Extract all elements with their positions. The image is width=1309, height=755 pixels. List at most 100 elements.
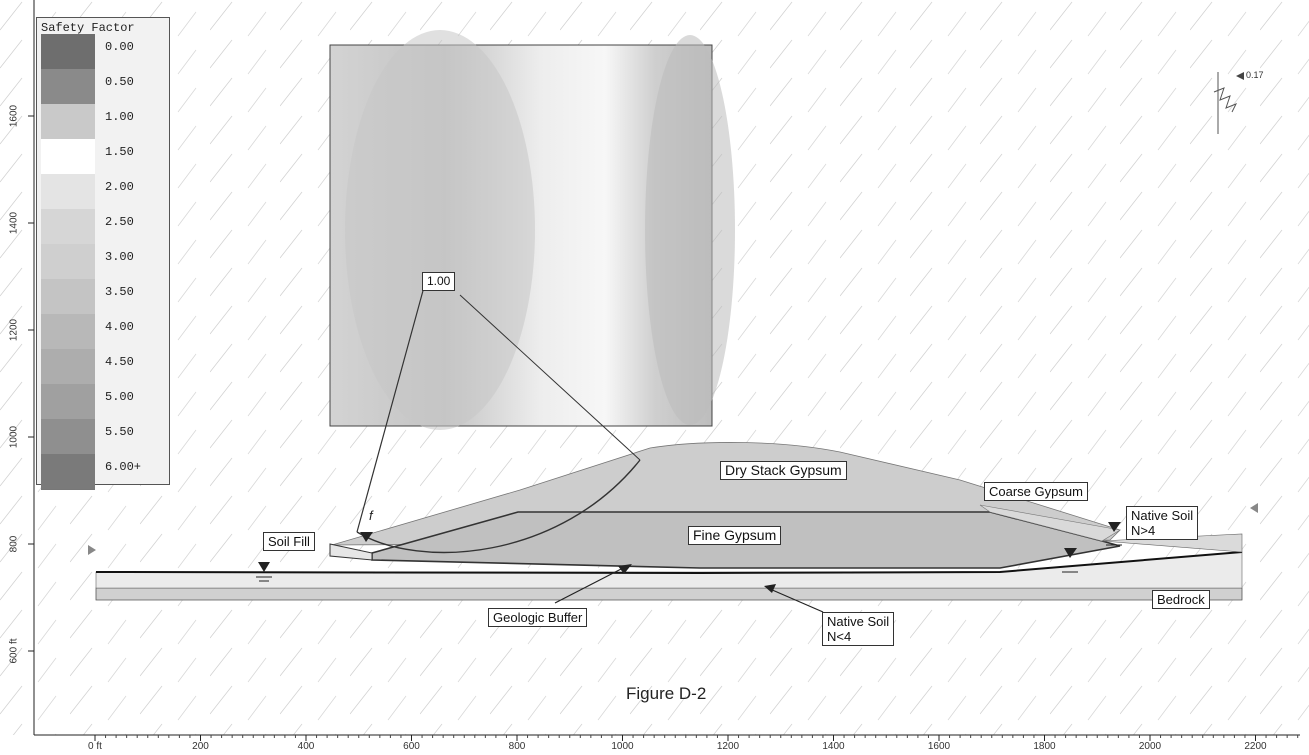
legend-entry: 2.00 [41,174,165,210]
legend-value: 2.50 [105,215,134,229]
slip-radius-line-1 [356,286,425,533]
legend-swatch [41,419,95,455]
y-axis-ticks [28,115,34,652]
legend-entry: 1.50 [41,139,165,175]
legend-swatch [41,349,95,385]
legend-value: 0.50 [105,75,134,89]
legend-entry: 5.00 [41,384,165,420]
native-soil-arrowhead [764,584,776,593]
legend-value: 6.00+ [105,460,142,474]
figure-caption: Figure D-2 [626,684,707,703]
native-soil-high-line-2: N>4 [1131,523,1156,538]
legend-value: 0.00 [105,40,134,54]
geologic-buffer-arrow [554,566,626,604]
x-tick-label: 400 [297,741,315,752]
coarse-gypsum-label: Coarse Gypsum [984,482,1088,501]
water-table-marker-far-right [1250,503,1258,513]
seismic-record-icon [1213,72,1238,134]
soil-fill-label: Soil Fill [263,532,315,551]
bedrock-layer [95,587,1243,601]
legend-entry: 4.00 [41,314,165,350]
x-tick-label: 0 ft [88,741,102,752]
legend-entry: 6.00+ [41,454,165,490]
legend-value: 1.00 [105,110,134,124]
water-table-marker-left [258,562,270,572]
y-tick-label: 1600 [8,104,20,128]
seismic-label: 0.17 [1246,70,1264,80]
x-tick-label: 2200 [1244,741,1267,752]
native-soil-high-line-1: Native Soil [1131,508,1194,523]
min-safety-factor-label: 1.00 [422,272,456,291]
geologic-buffer-label: Geologic Buffer [488,608,588,627]
legend-entry: 3.00 [41,244,165,280]
native-soil-high-label: Native Soil N>4 [1126,506,1199,540]
native-soil-low-line-1: Native Soil [827,614,890,629]
legend-swatch [41,209,95,245]
grid-contour-low [345,30,535,430]
x-tick-label: 1800 [1033,741,1056,752]
legend-entry: 4.50 [41,349,165,385]
legend-swatch [41,174,95,210]
y-tick-label: 800 [8,535,20,553]
legend-swatch [41,244,95,280]
native-soil-low-line-2: N<4 [827,629,852,644]
soil-fill-zone [329,543,373,561]
water-table-marker-pond [360,532,373,542]
native-soil-low-label: Native Soil N<4 [822,612,895,646]
legend-entry: 0.00 [41,34,165,70]
legend-title: Safety Factor [41,21,135,35]
legend-swatch [41,384,95,420]
x-tick-label: 600 [403,741,420,752]
legend-swatch [41,34,95,70]
y-tick-label: 600 ft [8,638,20,664]
legend-value: 4.00 [105,320,134,334]
water-table-marker-right-1 [1064,548,1077,558]
x-tick-label: 200 [192,741,209,752]
legend-swatch [41,69,95,105]
y-tick-label: 1400 [8,211,20,235]
critical-slip-surface [356,459,641,554]
x-tick-label: 800 [508,741,526,752]
legend-value: 3.50 [105,285,134,299]
slip-radius-line-2 [459,294,641,461]
legend-swatch [41,454,95,490]
legend-entry: 2.50 [41,209,165,245]
legend-value: 5.00 [105,390,134,404]
x-tick-label: 1600 [927,741,951,752]
legend-entry: 1.00 [41,104,165,140]
x-tick-label: 2000 [1138,741,1162,752]
legend-value: 3.00 [105,250,134,264]
geologic-buffer-arrowhead [618,564,632,574]
seismic-arrow [1236,72,1244,80]
legend-swatch [41,139,95,175]
water-table-marker-far-left [88,545,96,555]
legend-value: 1.50 [105,145,134,159]
legend-value: 4.50 [105,355,134,369]
native-soil-high-zone [1101,533,1243,553]
y-tick-label: 1000 [8,425,20,449]
legend-entry: 5.50 [41,419,165,455]
x-axis-ticks [94,735,1299,741]
safety-factor-legend: Safety Factor 0.00 0.50 1.00 1.50 2.00 2.50 3.… [36,17,170,490]
y-tick-label: 1200 [8,318,20,342]
bedrock-label: Bedrock [1152,590,1210,609]
legend-swatch [41,314,95,350]
x-tick-label: 1200 [716,741,740,752]
x-tick-label: 1400 [822,741,845,752]
legend-swatch [41,279,95,315]
legend-value: 5.50 [105,425,134,439]
fine-gypsum-label: Fine Gypsum [688,526,782,545]
water-table-marker-right-2 [1108,522,1121,532]
dry-stack-gypsum-label: Dry Stack Gypsum [720,461,847,480]
x-tick-label: 1000 [611,741,634,752]
slip-surface-label: f [369,508,373,523]
grid-contour-right [645,35,735,425]
native-soil-arrow [769,588,824,613]
foundation-line [95,551,1243,575]
legend-entry: 0.50 [41,69,165,105]
legend-entry: 3.50 [41,279,165,315]
legend-swatch [41,104,95,140]
legend-value: 2.00 [105,180,134,194]
